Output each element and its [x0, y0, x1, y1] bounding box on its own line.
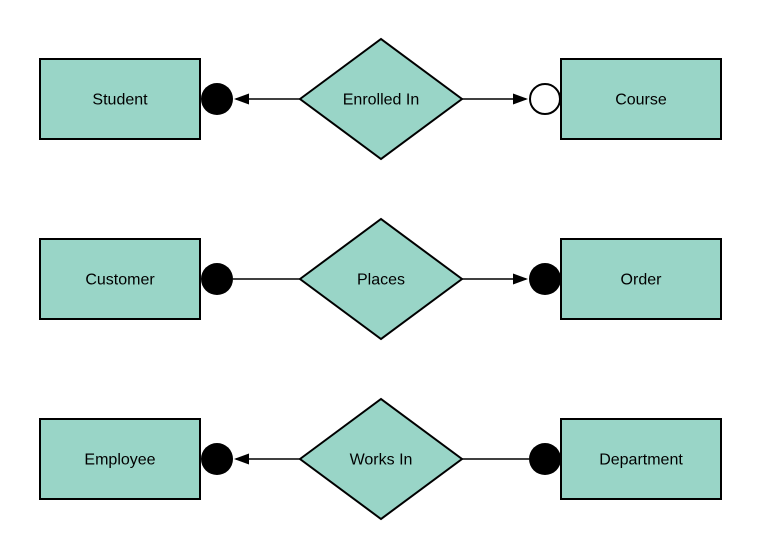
open-circle-connector[interactable] [529, 83, 561, 115]
entity-student[interactable] [39, 58, 201, 140]
relationship-enrolled-in-label: Enrolled In [343, 92, 420, 109]
relationship-works-in-label: Works In [350, 452, 413, 469]
filled-circle-connector[interactable] [201, 263, 233, 295]
arrowhead-right-icon [513, 93, 528, 105]
arrowhead-left-icon [234, 93, 249, 105]
er-row-student-course: Student Enrolled In Course [39, 37, 722, 161]
entity-department-label: Department [599, 452, 683, 469]
er-row-customer-order: Customer Places Order [39, 217, 722, 341]
entity-employee[interactable] [39, 418, 201, 500]
entity-course[interactable] [560, 58, 722, 140]
filled-circle-connector[interactable] [529, 443, 561, 475]
entity-order-label: Order [621, 272, 663, 289]
arrowhead-right-icon [513, 273, 528, 285]
entity-student-label: Student [92, 92, 148, 109]
entity-customer[interactable] [39, 238, 201, 320]
entity-order[interactable] [560, 238, 722, 320]
filled-circle-connector[interactable] [529, 263, 561, 295]
arrowhead-left-icon [234, 453, 249, 465]
filled-circle-connector[interactable] [201, 443, 233, 475]
entity-department[interactable] [560, 418, 722, 500]
relationship-places-label: Places [357, 272, 405, 289]
entity-course-label: Course [615, 92, 667, 109]
entity-employee-label: Employee [84, 452, 155, 469]
entity-customer-label: Customer [85, 272, 155, 289]
er-row-employee-department: Employee Works In Department [39, 397, 722, 521]
filled-circle-connector[interactable] [201, 83, 233, 115]
